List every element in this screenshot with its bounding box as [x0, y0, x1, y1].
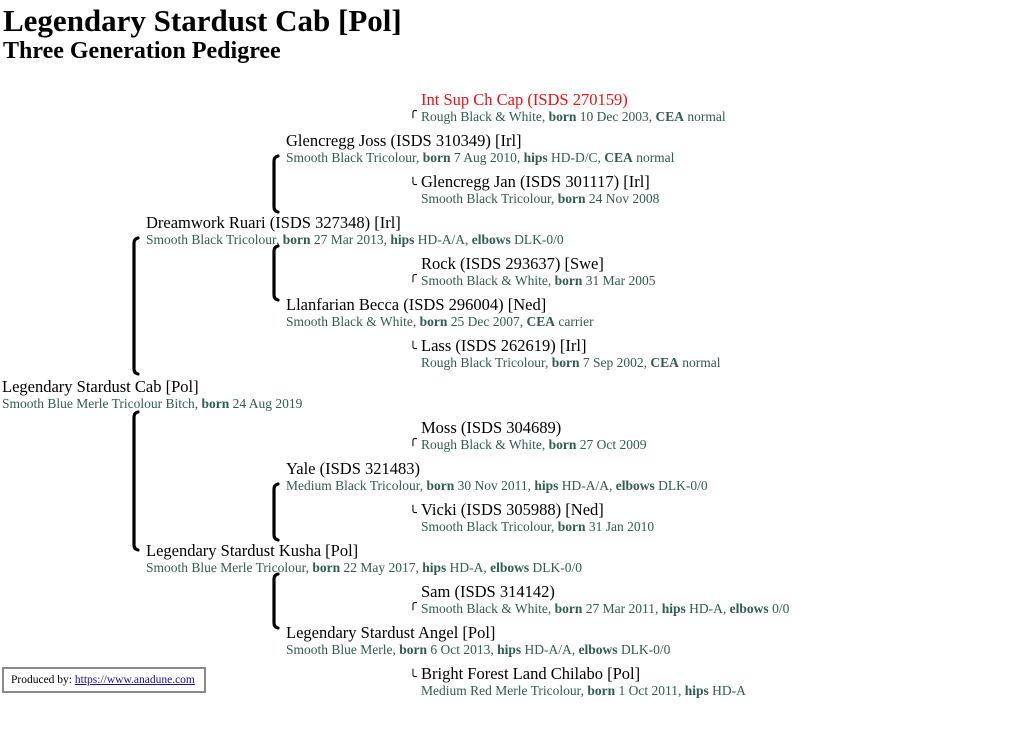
- dog-dam-sire-sire: Moss (ISDS 304689) Rough Black & White, …: [421, 418, 647, 453]
- dog-description: Smooth Black & White, born 31 Mar 2005: [421, 273, 656, 288]
- dog-description: Smooth Black Tricolour, born 27 Mar 2013…: [146, 232, 564, 247]
- dog-name: Glencregg Jan (ISDS 301117) [Irl]: [421, 172, 650, 191]
- dog-description: Medium Red Merle Tricolour, born 1 Oct 2…: [421, 683, 746, 698]
- dog-description: Smooth Blue Merle Tricolour Bitch, born …: [2, 396, 303, 411]
- dog-name: Legendary Stardust Kusha [Pol]: [146, 541, 359, 560]
- connector-tick: ╰: [409, 669, 417, 684]
- connector-tick: ╭: [409, 267, 417, 282]
- connector-tick: ╰: [409, 177, 417, 192]
- connector-tick: ╰: [409, 505, 417, 520]
- dog-sire-sire-sire: Int Sup Ch Cap (ISDS 270159) Rough Black…: [421, 90, 726, 125]
- dog-dam-sire: Yale (ISDS 321483) Medium Black Tricolou…: [286, 459, 708, 494]
- dog-description: Smooth Black Tricolour, born 24 Nov 2008: [421, 191, 660, 206]
- producer-link[interactable]: https://www.anadune.com: [74, 674, 195, 686]
- dog-description: Rough Black Tricolour, born 7 Sep 2002, …: [421, 355, 721, 370]
- bracket-connector: [132, 236, 140, 376]
- dog-description: Medium Black Tricolour, born 30 Nov 2011…: [286, 478, 708, 493]
- dog-description: Rough Black & White, born 27 Oct 2009: [421, 437, 647, 452]
- connector-tick: ╭: [409, 103, 417, 118]
- dog-name: Sam (ISDS 314142): [421, 582, 555, 601]
- dog-name: Llanfarian Becca (ISDS 296004) [Ned]: [286, 295, 547, 314]
- dog-name: Vicki (ISDS 305988) [Ned]: [421, 500, 604, 519]
- connector-tick: ╭: [409, 595, 417, 610]
- dog-dam-sire-dam: Vicki (ISDS 305988) [Ned] Smooth Black T…: [421, 500, 654, 535]
- dog-sire-dam: Llanfarian Becca (ISDS 296004) [Ned] Smo…: [286, 295, 594, 330]
- bracket-connector: [272, 154, 280, 214]
- dog-name: Lass (ISDS 262619) [Irl]: [421, 336, 587, 355]
- page-title: Legendary Stardust Cab [Pol]: [3, 3, 402, 38]
- dog-subject: Legendary Stardust Cab [Pol] Smooth Blue…: [2, 377, 302, 412]
- dog-name: Int Sup Ch Cap (ISDS 270159): [421, 90, 628, 109]
- connector-tick: ╰: [409, 341, 417, 356]
- connector-tick: ╭: [409, 431, 417, 446]
- dog-sire-dam-dam: Lass (ISDS 262619) [Irl] Rough Black Tri…: [421, 336, 721, 371]
- dog-name: Dreamwork Ruari (ISDS 327348) [Irl]: [146, 213, 401, 232]
- dog-dam-dam: Legendary Stardust Angel [Pol] Smooth Bl…: [286, 623, 670, 658]
- dog-sire-dam-sire: Rock (ISDS 293637) [Swe] Smooth Black & …: [421, 254, 656, 289]
- dog-description: Smooth Black & White, born 25 Dec 2007, …: [286, 314, 594, 329]
- dog-sire-sire: Glencregg Joss (ISDS 310349) [Irl] Smoot…: [286, 131, 674, 166]
- page-subtitle: Three Generation Pedigree: [3, 38, 281, 64]
- bracket-connector: [272, 482, 280, 542]
- dog-name: Glencregg Joss (ISDS 310349) [Irl]: [286, 131, 522, 150]
- dog-name: Legendary Stardust Angel [Pol]: [286, 623, 496, 642]
- produced-by-box: Produced by: https://www.anadune.com: [2, 667, 206, 693]
- dog-description: Smooth Blue Merle, born 6 Oct 2013, hips…: [286, 642, 671, 657]
- dog-name: Yale (ISDS 321483): [286, 459, 420, 478]
- dog-name: Legendary Stardust Cab [Pol]: [2, 377, 199, 396]
- dog-dam: Legendary Stardust Kusha [Pol] Smooth Bl…: [146, 541, 582, 576]
- dog-dam-dam-sire: Sam (ISDS 314142) Smooth Black & White, …: [421, 582, 789, 617]
- dog-description: Smooth Black Tricolour, born 31 Jan 2010: [421, 519, 655, 534]
- dog-description: Smooth Black Tricolour, born 7 Aug 2010,…: [286, 150, 675, 165]
- dog-sire-sire-dam: Glencregg Jan (ISDS 301117) [Irl] Smooth…: [421, 172, 659, 207]
- dog-name: Moss (ISDS 304689): [421, 418, 562, 437]
- bracket-connector: [272, 244, 280, 302]
- bracket-connector: [132, 410, 140, 552]
- produced-by-label: Produced by:: [11, 674, 75, 686]
- dog-dam-dam-dam: Bright Forest Land Chilabo [Pol] Medium …: [421, 664, 746, 699]
- bracket-connector: [272, 572, 280, 630]
- dog-name: Rock (ISDS 293637) [Swe]: [421, 254, 604, 273]
- dog-description: Rough Black & White, born 10 Dec 2003, C…: [421, 109, 726, 124]
- dog-description: Smooth Blue Merle Tricolour, born 22 May…: [146, 560, 583, 575]
- dog-description: Smooth Black & White, born 27 Mar 2011, …: [421, 601, 790, 616]
- dog-name: Bright Forest Land Chilabo [Pol]: [421, 664, 641, 683]
- dog-sire: Dreamwork Ruari (ISDS 327348) [Irl] Smoo…: [146, 213, 564, 248]
